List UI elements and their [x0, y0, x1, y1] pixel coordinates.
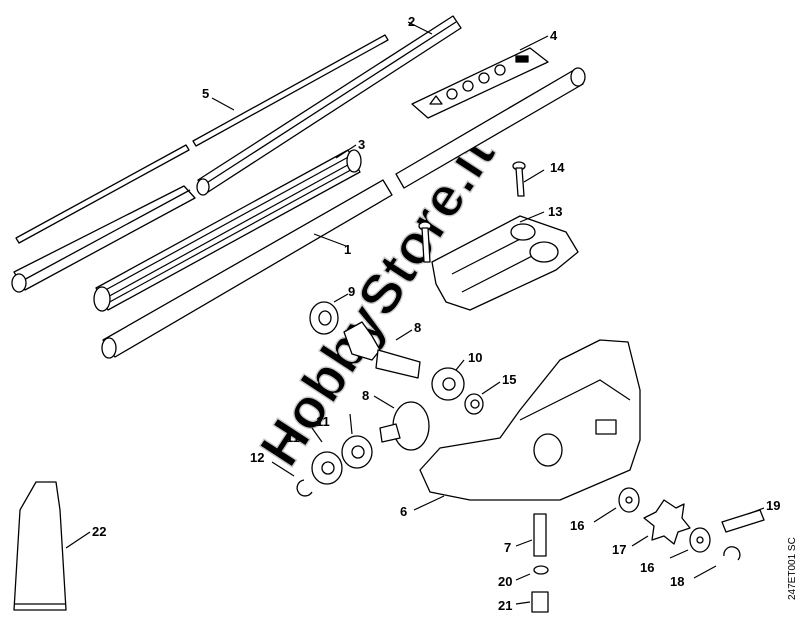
- callout-1: 1: [344, 242, 351, 257]
- splined-sleeve: [93, 149, 362, 312]
- spring-disk: [533, 565, 549, 575]
- clamp: [431, 215, 579, 311]
- drive-tube: [101, 67, 586, 359]
- callout-13: 13: [548, 204, 562, 219]
- callout-19: 19: [766, 498, 780, 513]
- callout-6: 6: [400, 504, 407, 519]
- sleeve: [531, 591, 549, 613]
- ring: [464, 393, 484, 415]
- callout-22: 22: [92, 524, 106, 539]
- callout-4: 4: [550, 28, 558, 43]
- callout-3: 3: [358, 137, 365, 152]
- washers: [618, 487, 711, 553]
- callout-20: 20: [498, 574, 512, 589]
- bearings-lower: [311, 435, 373, 485]
- callout-8b: 8: [362, 388, 369, 403]
- callout-11b: 11: [316, 414, 330, 429]
- clamp-screw: [418, 161, 526, 263]
- stud: [721, 509, 765, 533]
- callout-2: 2: [408, 14, 415, 29]
- callout-21: 21: [498, 598, 512, 613]
- callout-18: 18: [670, 574, 684, 589]
- liner-tube: [11, 15, 462, 293]
- pinion-gear: [343, 321, 421, 379]
- callout-11a: 11: [286, 430, 300, 445]
- warning-label: [411, 47, 549, 119]
- callouts: 1 2 3 4 5 6 7 8 8 9 10 11 11 12 13 14 15…: [92, 14, 780, 613]
- circlip: [296, 479, 313, 497]
- grease-tube: [13, 481, 67, 611]
- callout-17: 17: [612, 542, 626, 557]
- callout-12: 12: [250, 450, 264, 465]
- callout-7: 7: [504, 540, 511, 555]
- drive-shaft: [15, 34, 389, 244]
- callout-16a: 16: [570, 518, 584, 533]
- callout-15: 15: [502, 372, 516, 387]
- bearing-upper: [309, 301, 339, 335]
- callout-8a: 8: [414, 320, 421, 335]
- callout-16b: 16: [640, 560, 654, 575]
- pin: [533, 513, 547, 557]
- callout-9: 9: [348, 284, 355, 299]
- bearing-middle: [431, 367, 465, 401]
- star-nut: [643, 499, 691, 545]
- retaining-clip: [723, 546, 741, 561]
- gear-housing: [419, 339, 641, 501]
- callout-5: 5: [202, 86, 209, 101]
- callout-10: 10: [468, 350, 482, 365]
- drawing-code: 247ET001 SC: [787, 537, 798, 600]
- callout-14: 14: [550, 160, 565, 175]
- leader-lines: [65, 21, 765, 605]
- bevel-gear: [379, 401, 430, 451]
